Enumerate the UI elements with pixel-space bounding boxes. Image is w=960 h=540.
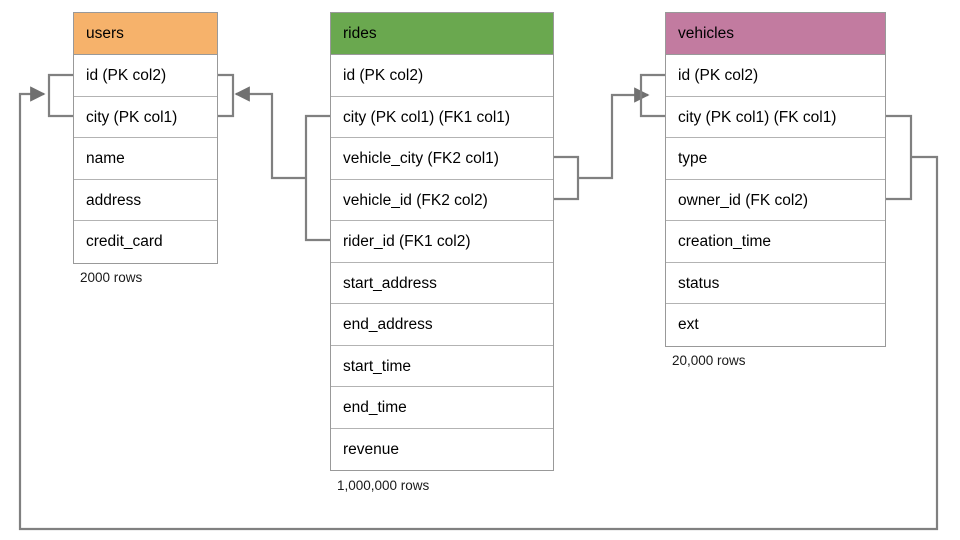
table-row[interactable]: credit_card: [74, 221, 217, 263]
table-row[interactable]: id (PK col2): [666, 55, 885, 97]
relationship-line-rides-rider-bracket: [304, 114, 330, 242]
relationship-line-users-left-bracket: [47, 73, 73, 118]
relationship-line-rides-vehicle-bracket: [554, 155, 580, 201]
entity-table-rides[interactable]: rides id (PK col2) city (PK col1) (FK1 c…: [330, 12, 554, 471]
table-row[interactable]: name: [74, 138, 217, 180]
table-row[interactable]: city (PK col1) (FK col1): [666, 96, 885, 138]
row-count-label-rides: 1,000,000 rows: [337, 478, 430, 493]
table-header-users: users: [74, 13, 217, 55]
table-row[interactable]: end_address: [331, 304, 553, 346]
table-row[interactable]: city (PK col1) (FK1 col1): [331, 96, 553, 138]
table-row[interactable]: address: [74, 179, 217, 221]
relationship-line-rides-vehicle-stem: [578, 93, 630, 180]
entity-table-users[interactable]: users id (PK col2) city (PK col1) name a…: [73, 12, 218, 264]
entity-table-vehicles[interactable]: vehicles id (PK col2) city (PK col1) (FK…: [665, 12, 886, 347]
table-header-vehicles: vehicles: [666, 13, 885, 55]
relationship-line-vehicles-left-bracket: [639, 73, 665, 118]
table-row[interactable]: city (PK col1): [74, 96, 217, 138]
relationship-line-users-right-bracket: [218, 73, 235, 118]
relationship-line-vehicles-owner-bracket: [886, 114, 913, 201]
table-header-rides: rides: [331, 13, 553, 55]
row-count-label-users: 2000 rows: [80, 270, 143, 285]
table-row[interactable]: id (PK col2): [74, 55, 217, 97]
table-row[interactable]: id (PK col2): [331, 55, 553, 97]
table-row[interactable]: vehicle_id (FK2 col2): [331, 179, 553, 221]
table-row[interactable]: rider_id (FK1 col2): [331, 221, 553, 263]
table-row[interactable]: creation_time: [666, 221, 885, 263]
table-row[interactable]: revenue: [331, 428, 553, 470]
row-count-label-vehicles: 20,000 rows: [672, 353, 746, 368]
table-row[interactable]: owner_id (FK col2): [666, 179, 885, 221]
table-row[interactable]: ext: [666, 304, 885, 346]
table-row[interactable]: type: [666, 138, 885, 180]
relationship-line-rides-rider-stem: [254, 92, 306, 180]
table-row[interactable]: status: [666, 262, 885, 304]
table-row[interactable]: start_time: [331, 345, 553, 387]
table-row[interactable]: start_address: [331, 262, 553, 304]
table-row[interactable]: vehicle_city (FK2 col1): [331, 138, 553, 180]
table-row[interactable]: end_time: [331, 387, 553, 429]
